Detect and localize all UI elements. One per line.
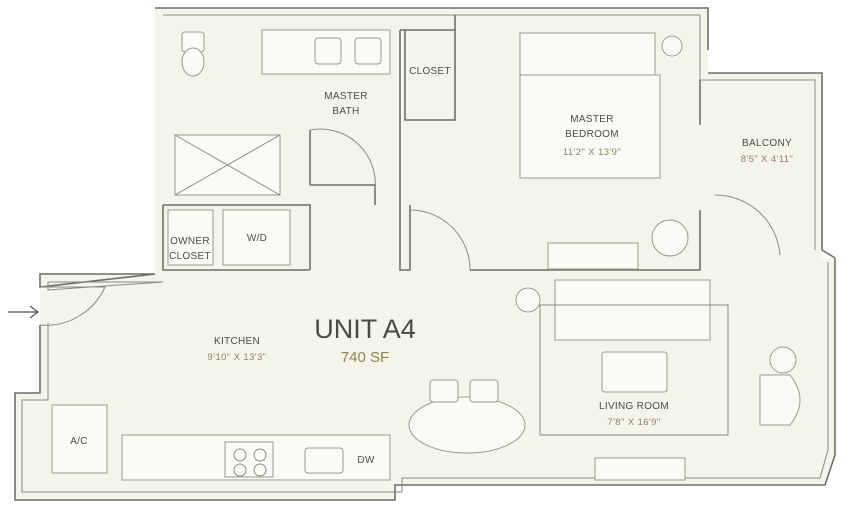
bedroom-door xyxy=(409,209,471,271)
dw-label: DW xyxy=(357,455,375,466)
master-bedroom-label-2: BEDROOM xyxy=(565,129,619,140)
dining-chair-1 xyxy=(429,379,459,403)
toilet-bowl xyxy=(181,47,205,77)
bedroom-dresser xyxy=(547,242,639,270)
living-room-label: LIVING ROOM xyxy=(599,401,669,412)
side-table xyxy=(769,346,797,374)
bath-door xyxy=(309,128,376,191)
balcony-dims: 8'5" X 4'11" xyxy=(741,154,794,165)
balcony-door xyxy=(714,194,781,256)
master-bedroom-label-1: MASTER xyxy=(570,114,613,125)
bedroom-chair xyxy=(651,219,689,257)
master-bath-label-2: BATH xyxy=(332,106,359,117)
balcony-label: BALCONY xyxy=(742,138,792,149)
kitchen-dims: 9'10" X 13'3" xyxy=(208,352,267,363)
washer-dryer xyxy=(222,209,291,266)
unit-area: 740 SF xyxy=(341,349,389,366)
closet-label: CLOSET xyxy=(409,66,451,77)
armchair xyxy=(759,374,801,426)
dining-table xyxy=(408,396,526,454)
master-bath-label-1: MASTER xyxy=(324,91,367,102)
master-bedroom-dims: 11'2" X 13'9" xyxy=(563,147,621,158)
headboard xyxy=(519,32,656,76)
ac-box xyxy=(51,404,108,474)
kitchen-label: KITCHEN xyxy=(214,336,260,347)
sofa xyxy=(554,279,711,341)
wd-label: W/D xyxy=(247,233,267,244)
exterior-wall xyxy=(14,7,836,501)
kitchen-sink xyxy=(304,447,344,474)
living-room-dims: 7'8" X 16'9" xyxy=(607,417,660,428)
nightstand-lamp xyxy=(661,35,683,57)
ac-label: A/C xyxy=(70,436,88,447)
unit-title: UNIT A4 xyxy=(314,314,416,344)
entry-arrow xyxy=(8,305,39,319)
entry-door xyxy=(39,286,106,326)
owner-closet-label-1: OWNER xyxy=(170,236,210,247)
owner-closet-box xyxy=(167,209,214,266)
dining-chair-2 xyxy=(469,379,499,403)
area-rug xyxy=(539,304,729,436)
bed xyxy=(519,74,661,179)
coffee-table xyxy=(601,351,668,393)
owner-closet-label-2: CLOSET xyxy=(169,251,211,262)
tv-console xyxy=(594,457,686,481)
sink-left xyxy=(314,37,342,65)
sink-right xyxy=(354,37,382,65)
side-table-small xyxy=(515,287,541,313)
cooktop xyxy=(224,441,274,478)
